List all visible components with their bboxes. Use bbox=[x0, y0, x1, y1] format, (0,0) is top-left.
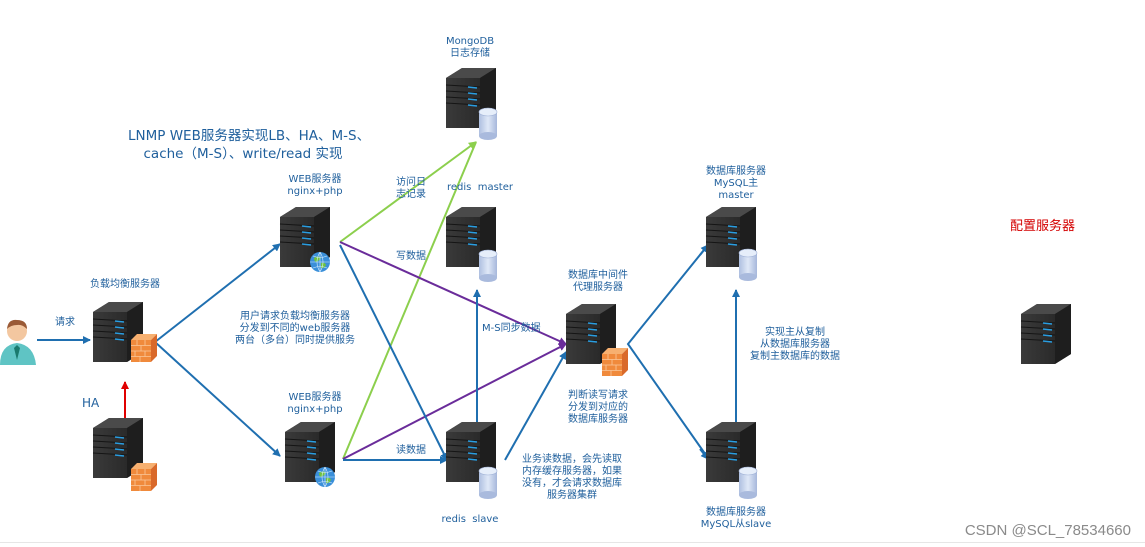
database-icon bbox=[738, 248, 758, 282]
firewall-icon bbox=[601, 347, 629, 377]
edges bbox=[37, 141, 740, 464]
load-balancer-server[interactable] bbox=[92, 301, 158, 363]
redis-master-label: redis master bbox=[446, 182, 513, 193]
access-log-label: 访问日 志记录 bbox=[396, 177, 426, 200]
diagram-title: LNMP WEB服务器实现LB、HA、M-S、 cache（M-S）、write… bbox=[128, 128, 371, 162]
mysql-slave-server[interactable] bbox=[705, 421, 758, 500]
edge-web2-to-proxy bbox=[342, 343, 567, 460]
database-icon bbox=[478, 107, 498, 141]
mysql-master-server[interactable] bbox=[705, 206, 758, 282]
user-icon bbox=[0, 319, 36, 365]
ha-backup-server[interactable] bbox=[92, 417, 158, 492]
edge-proxy-to-mysql bbox=[626, 244, 709, 459]
database-icon bbox=[478, 249, 498, 283]
web-server-2[interactable] bbox=[284, 421, 336, 488]
web-server-1[interactable] bbox=[279, 206, 331, 273]
cache-description: 业务读数据，会先读取 内存缓存服务器，如果 没有，才会请求数据库 服务器集群 bbox=[522, 454, 622, 501]
globe-icon bbox=[309, 251, 331, 273]
mysql-slave-label: 数据库服务器 MySQL从slave bbox=[700, 507, 772, 530]
redis-slave-label: redis slave bbox=[441, 514, 499, 525]
web-server-1-label: WEB服务器 nginx+php bbox=[287, 174, 343, 197]
firewall-icon bbox=[130, 333, 158, 363]
database-icon bbox=[478, 466, 498, 500]
proxy-description: 判断读写请求 分发到对应的 数据库服务器 bbox=[568, 390, 628, 425]
redis-slave-server[interactable] bbox=[445, 421, 498, 500]
edge-web1-to-proxy bbox=[339, 241, 567, 345]
edge-lb-to-web2 bbox=[154, 341, 281, 457]
watermark: CSDN @SCL_78534660 bbox=[964, 522, 1131, 539]
edge-lb-to-web1 bbox=[154, 243, 281, 343]
edge-web1-to-mongodb bbox=[339, 141, 477, 243]
edge-redis-slave-to-proxy bbox=[504, 351, 567, 461]
config-server-title: 配置服务器 bbox=[1010, 219, 1076, 234]
firewall-icon bbox=[130, 462, 158, 492]
db-proxy-label: 数据库中间件 代理服务器 bbox=[568, 270, 628, 293]
replication-description: 实现主从复制 从数据库服务器 复制主数据库的数据 bbox=[750, 327, 840, 362]
globe-icon bbox=[314, 466, 336, 488]
redis-master-server[interactable] bbox=[445, 206, 498, 283]
request-label: 请求 bbox=[55, 317, 75, 328]
ha-label: HA bbox=[82, 396, 100, 410]
config-server[interactable] bbox=[1020, 303, 1072, 365]
server-icon bbox=[1020, 303, 1072, 365]
web-server-2-label: WEB服务器 nginx+php bbox=[287, 392, 343, 415]
mongodb-label: MongoDB 日志存储 bbox=[445, 36, 495, 59]
read-data-label: 读数据 bbox=[396, 445, 426, 456]
edge-web1-to-redis-slave bbox=[339, 244, 448, 461]
database-icon bbox=[738, 466, 758, 500]
mongodb-server[interactable] bbox=[445, 67, 498, 141]
load-balancer-label: 负载均衡服务器 bbox=[90, 279, 160, 290]
edge-web2-to-mongodb bbox=[342, 141, 477, 460]
mysql-master-label: 数据库服务器 MySQL主 master bbox=[706, 166, 766, 201]
ms-sync-label: M-S同步数据 bbox=[482, 323, 541, 334]
bottom-divider bbox=[0, 542, 1145, 543]
write-data-label: 写数据 bbox=[396, 251, 426, 262]
db-proxy-server[interactable] bbox=[565, 303, 629, 377]
lb-description: 用户请求负载均衡服务器 分发到不同的web服务器 两台（多台）同时提供服务 bbox=[235, 311, 355, 346]
